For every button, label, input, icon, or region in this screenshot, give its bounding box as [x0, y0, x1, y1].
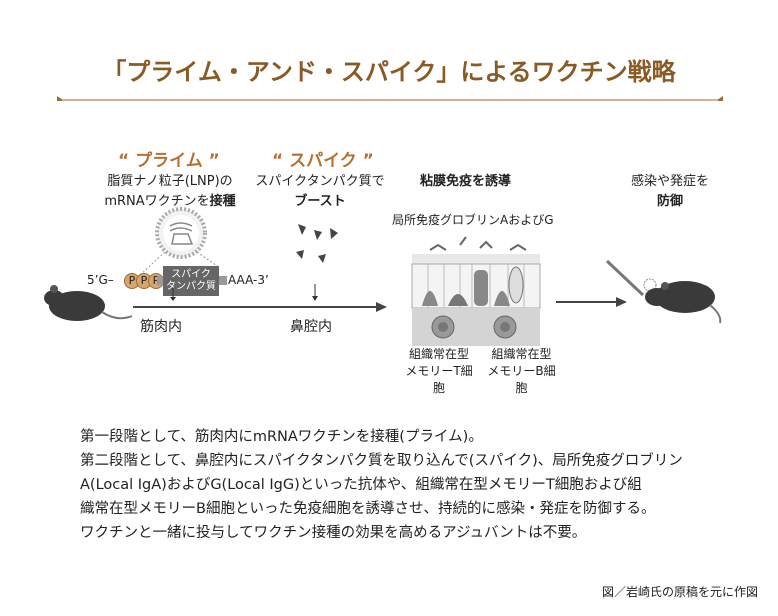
description-line: 第一段階として、筋肉内にmRNAワクチンを接種(プライム)。 — [80, 429, 483, 445]
b-cell-line1: 組織常在型 — [491, 347, 552, 361]
page-title: 「プライム・アンド・スパイク」によるワクチン戦略 — [102, 58, 676, 86]
spike-description: スパイクタンパク質で ブースト — [240, 172, 400, 212]
route-intramuscular: 筋肉内 — [140, 319, 182, 335]
figure-credit: 図／岩崎氏の原稿を元に作図 — [601, 585, 758, 599]
spike-protein-gene-box: スパイク タンパク質 — [163, 266, 219, 296]
spike-box-line1: スパイク — [171, 269, 211, 280]
b-cell-line2: メモリーB細胞 — [487, 364, 556, 395]
prime-line2-bold: 接種 — [209, 194, 236, 209]
spike-proteins-icon — [296, 224, 338, 263]
mucosal-heading-bold: 粘膜免疫 — [420, 174, 473, 189]
protected-mouse-icon — [605, 259, 722, 324]
antibody-label: 局所免疫グロブリンAおよびG — [392, 213, 554, 227]
t-cell-line2: メモリーT細胞 — [405, 364, 473, 395]
outcome-line2: 防御 — [656, 194, 683, 209]
spike-box-line2: タンパク質 — [166, 281, 216, 292]
prime-line1: 脂質ナノ粒子(LNP)の — [107, 174, 233, 189]
prime-heading: “ プライム ” — [118, 151, 220, 171]
title-divider — [57, 96, 723, 101]
t-cell-line1: 組織常在型 — [408, 347, 469, 361]
memory-t-cell-label: 組織常在型 メモリーT細胞 — [404, 346, 474, 397]
prime-line2: mRNAワクチンを — [104, 194, 210, 209]
memory-b-cell-label: 組織常在型 メモリーB細胞 — [484, 346, 559, 397]
mucosal-tissue-illustration — [411, 236, 541, 346]
outcome-text: 感染や発症を 防御 — [610, 172, 730, 212]
route-intranasal: 鼻腔内 — [290, 319, 332, 335]
spike-heading: “ スパイク ” — [272, 151, 374, 171]
mucosal-heading-rest: を誘導 — [472, 174, 512, 189]
outcome-line1: 感染や発症を — [630, 174, 709, 189]
description-line: A(Local IgA)およびG(Local IgG)といった抗体や、組織常在型… — [80, 477, 642, 493]
lnp-particle-icon — [140, 207, 221, 275]
down-arrow-icon — [312, 284, 318, 301]
result-arrow-icon — [556, 297, 627, 307]
description-line: ワクチンと一緒に投与してワクチン接種の効果を高めるアジュバントは不要。 — [80, 525, 587, 541]
mucosal-heading: 粘膜免疫を誘導 — [420, 172, 511, 192]
mouse-icon — [44, 285, 133, 321]
description-paragraph: 第一段階として、筋肉内にmRNAワクチンを接種(プライム)。 第二段階として、鼻… — [80, 425, 730, 545]
mrna-3-prime: AAA-3’ — [228, 273, 269, 287]
timeline-arrow-icon — [133, 302, 387, 312]
spike-line2-bold: ブースト — [294, 194, 346, 209]
description-line: 織常在型メモリーB細胞といった免疫細胞を誘導させ、持続的に感染・発症を防御する。 — [80, 501, 656, 517]
spike-line1: スパイクタンパク質で — [255, 174, 385, 189]
prime-description: 脂質ナノ粒子(LNP)の mRNAワクチンを接種 — [70, 172, 270, 212]
mrna-5-prime: 5’G– — [87, 273, 114, 287]
description-line: 第二段階として、鼻腔内にスパイクタンパク質を取り込んで(スパイク)、局所免疫グロ… — [80, 453, 683, 469]
down-arrow-icon — [170, 288, 176, 301]
